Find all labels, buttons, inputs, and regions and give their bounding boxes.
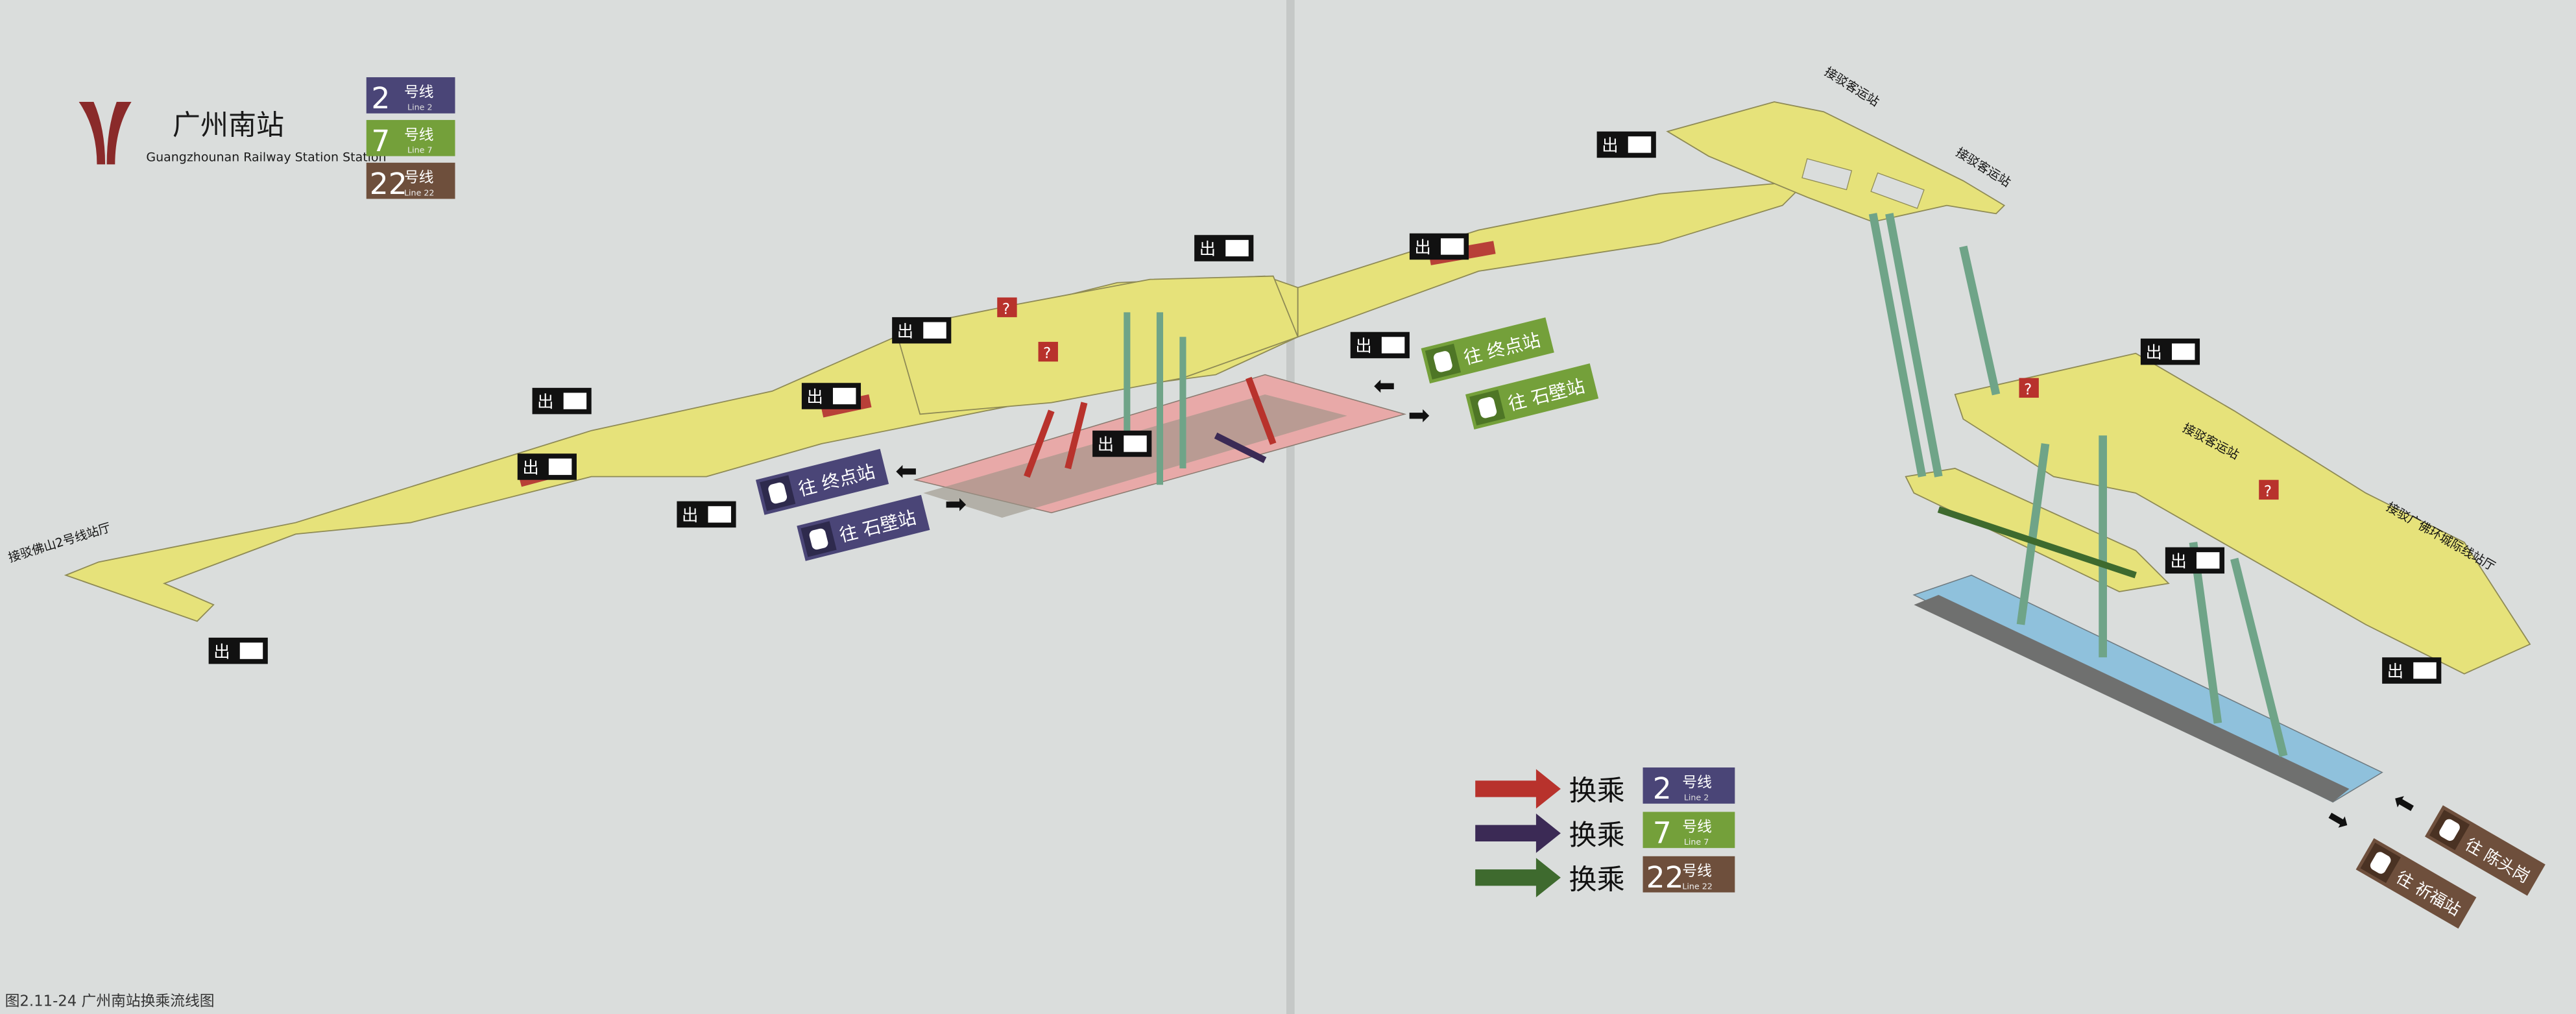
- exit-icon: 出: [517, 453, 577, 480]
- direction-sign-line22-qifu: 往 祈福站: [2355, 838, 2477, 929]
- help-icon: ?: [1038, 341, 1058, 362]
- arrow-left-icon: ⬅: [895, 455, 917, 487]
- svg-text:2: 2: [1653, 771, 1672, 806]
- svg-text:22: 22: [1646, 860, 1684, 895]
- line2-concourse: [64, 275, 1299, 622]
- svg-text:Line 22: Line 22: [1682, 881, 1713, 891]
- line-badge-2: 2 号线 Line 2: [366, 77, 455, 115]
- station-title-zh: 广州南站: [173, 110, 284, 142]
- svg-text:?: ?: [2024, 381, 2032, 398]
- svg-text:出: 出: [1602, 136, 1618, 155]
- svg-text:出: 出: [682, 505, 698, 525]
- transfer-arrow-green-icon: [1475, 858, 1561, 898]
- train-icon: [2370, 852, 2391, 874]
- help-icon: ?: [2259, 479, 2279, 500]
- exit-icon: 出: [801, 383, 861, 409]
- svg-text:出: 出: [806, 387, 823, 407]
- exit-icon: 出: [2140, 338, 2200, 365]
- arrow-left-icon: ⬅: [1373, 370, 1395, 401]
- svg-text:?: ?: [1002, 301, 1010, 318]
- svg-text:7: 7: [1653, 816, 1672, 851]
- exit-icon: 出: [532, 387, 592, 415]
- svg-text:出: 出: [1415, 237, 1431, 257]
- svg-text:22: 22: [370, 167, 407, 201]
- exit-icons: 出 出 出 出 出 出 出 出 出 出 出 出 出 出: [208, 131, 2442, 684]
- exit-icon: 出: [1596, 131, 1656, 158]
- train-icon: [768, 482, 788, 504]
- station-title-en: Guangzhounan Railway Station Station: [146, 150, 386, 164]
- direction-sign-line7-shibi: 往 石壁站: [1465, 363, 1599, 430]
- line22-track: [1914, 595, 2350, 803]
- transfer-escalators-right: [1868, 213, 2288, 757]
- exit-icon: 出: [1350, 332, 1410, 359]
- line22-concourse: [1954, 352, 2531, 675]
- transfer-escalators-left: [1024, 312, 1277, 485]
- figure-caption: 图2.11-24 广州南站换乘流线图: [5, 993, 215, 1009]
- exit-icon: 出: [1092, 430, 1152, 457]
- exit-icon: 出: [208, 637, 268, 664]
- help-icon: ?: [997, 297, 1017, 318]
- svg-text:Line 7: Line 7: [1684, 837, 1709, 847]
- exit-icon: 出: [677, 501, 736, 528]
- svg-text:出: 出: [897, 321, 913, 341]
- svg-text:出: 出: [2145, 343, 2161, 362]
- help-icons: ? ? ? ?: [997, 297, 2279, 500]
- train-icon: [2439, 819, 2460, 841]
- transfer-arrow-purple-icon: [1475, 813, 1561, 853]
- svg-text:Line 2: Line 2: [407, 103, 432, 112]
- svg-text:Line 7: Line 7: [407, 145, 432, 155]
- help-icon: ?: [2019, 378, 2039, 398]
- exit-icon: 出: [892, 317, 952, 344]
- exit-icon: 出: [1194, 235, 1254, 261]
- train-icon: [809, 528, 828, 550]
- arrow-right-icon: ➡: [945, 488, 967, 519]
- concourse-void: [1801, 158, 1853, 191]
- svg-text:?: ?: [1043, 345, 1051, 362]
- svg-text:出: 出: [522, 458, 538, 477]
- svg-text:?: ?: [2264, 483, 2272, 500]
- svg-text:出: 出: [1355, 336, 1371, 356]
- svg-text:2: 2: [371, 81, 390, 115]
- svg-text:号线: 号线: [404, 84, 434, 101]
- train-icon: [1478, 397, 1497, 418]
- legend-item-line2: 换乘 2 号线 Line 2: [1475, 767, 1735, 809]
- line-badge-22: 22 号线 Line 22: [366, 162, 455, 201]
- exit-icon: 出: [2165, 547, 2225, 574]
- svg-text:换乘: 换乘: [1569, 863, 1625, 896]
- svg-text:号线: 号线: [1682, 819, 1712, 836]
- book-spine: [1286, 0, 1295, 1014]
- station-logo-icon: [78, 102, 132, 165]
- legend: 换乘 2 号线 Line 2 换乘 7 号线 Line 7 换乘 22 号线 L…: [1475, 767, 1735, 898]
- svg-text:出: 出: [1199, 239, 1216, 259]
- legend-item-line7: 换乘 7 号线 Line 7: [1475, 812, 1735, 853]
- svg-text:7: 7: [371, 124, 390, 158]
- transfer-arrow-red-icon: [1475, 769, 1561, 809]
- svg-text:Line 2: Line 2: [1684, 793, 1709, 803]
- svg-text:号线: 号线: [404, 127, 434, 143]
- train-icon: [1434, 351, 1452, 372]
- svg-text:号线: 号线: [1682, 774, 1712, 791]
- svg-text:号线: 号线: [1682, 863, 1712, 880]
- exit-icon: 出: [2382, 657, 2442, 684]
- svg-text:出: 出: [213, 642, 230, 661]
- line-badge-7: 7 号线 Line 7: [366, 119, 455, 158]
- exit-icon: 出: [1409, 233, 1469, 260]
- svg-text:换乘: 换乘: [1569, 775, 1625, 808]
- arrow-right-icon: ➡: [1408, 400, 1430, 431]
- svg-text:换乘: 换乘: [1569, 819, 1625, 852]
- direction-sign-line2-shibi: 往 石壁站: [797, 494, 930, 561]
- svg-text:出: 出: [2170, 551, 2186, 571]
- svg-text:出: 出: [1098, 435, 1114, 454]
- svg-text:号线: 号线: [404, 169, 434, 186]
- concourse-void: [1870, 172, 1925, 209]
- legend-item-line22: 换乘 22 号线 Line 22: [1475, 856, 1735, 898]
- svg-text:出: 出: [2387, 662, 2403, 681]
- svg-text:出: 出: [537, 392, 553, 411]
- svg-text:Line 22: Line 22: [404, 187, 435, 197]
